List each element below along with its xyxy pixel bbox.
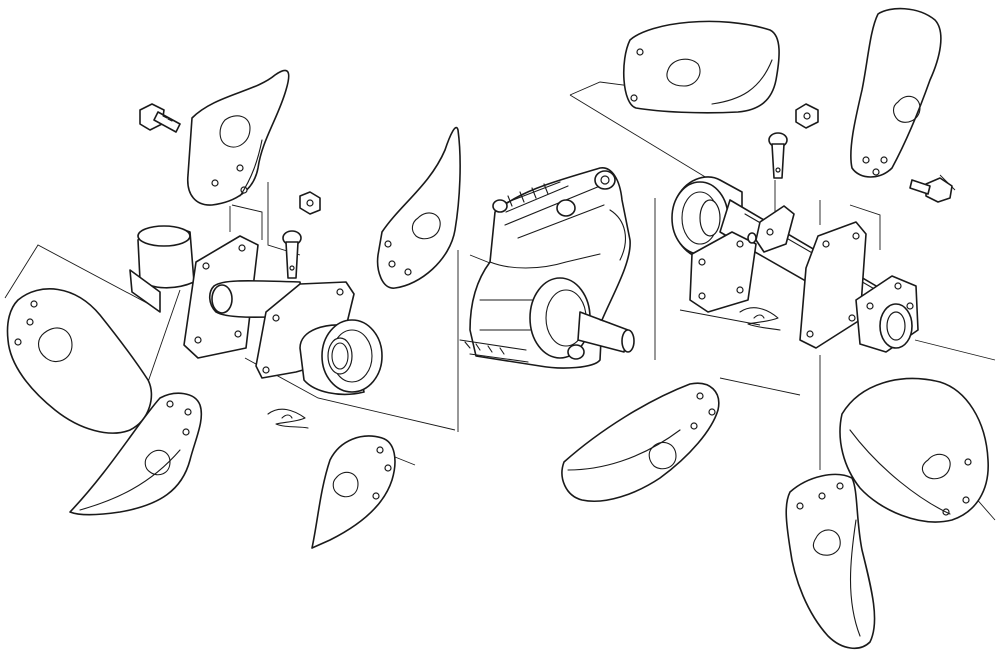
right-flange-plate bbox=[799, 221, 867, 349]
right-clevis-pin bbox=[768, 132, 788, 179]
right-end-collar bbox=[855, 275, 919, 353]
right-hairpin-clip bbox=[739, 307, 781, 331]
left-seal-cup bbox=[299, 319, 383, 396]
right-nut bbox=[795, 103, 819, 129]
right-tine-lower-right bbox=[839, 377, 989, 523]
left-shaft-collar bbox=[129, 225, 195, 313]
left-tine-far-left bbox=[6, 288, 153, 434]
left-tine-center-upright bbox=[376, 126, 461, 289]
left-nut bbox=[299, 191, 321, 215]
left-bolt bbox=[139, 103, 181, 133]
left-tine-lower-left bbox=[69, 392, 203, 516]
right-bolt bbox=[909, 177, 953, 203]
gearbox-output-shaft bbox=[577, 311, 635, 353]
right-tine-bottom bbox=[785, 473, 876, 649]
right-tine-top bbox=[622, 20, 780, 114]
right-tine-top-right bbox=[850, 7, 942, 178]
right-tine-lower-center bbox=[561, 382, 720, 502]
left-hairpin-clip bbox=[267, 408, 309, 429]
left-tine-upper bbox=[187, 69, 290, 206]
left-tine-lower-center bbox=[311, 435, 396, 549]
left-clevis-pin bbox=[282, 230, 302, 279]
